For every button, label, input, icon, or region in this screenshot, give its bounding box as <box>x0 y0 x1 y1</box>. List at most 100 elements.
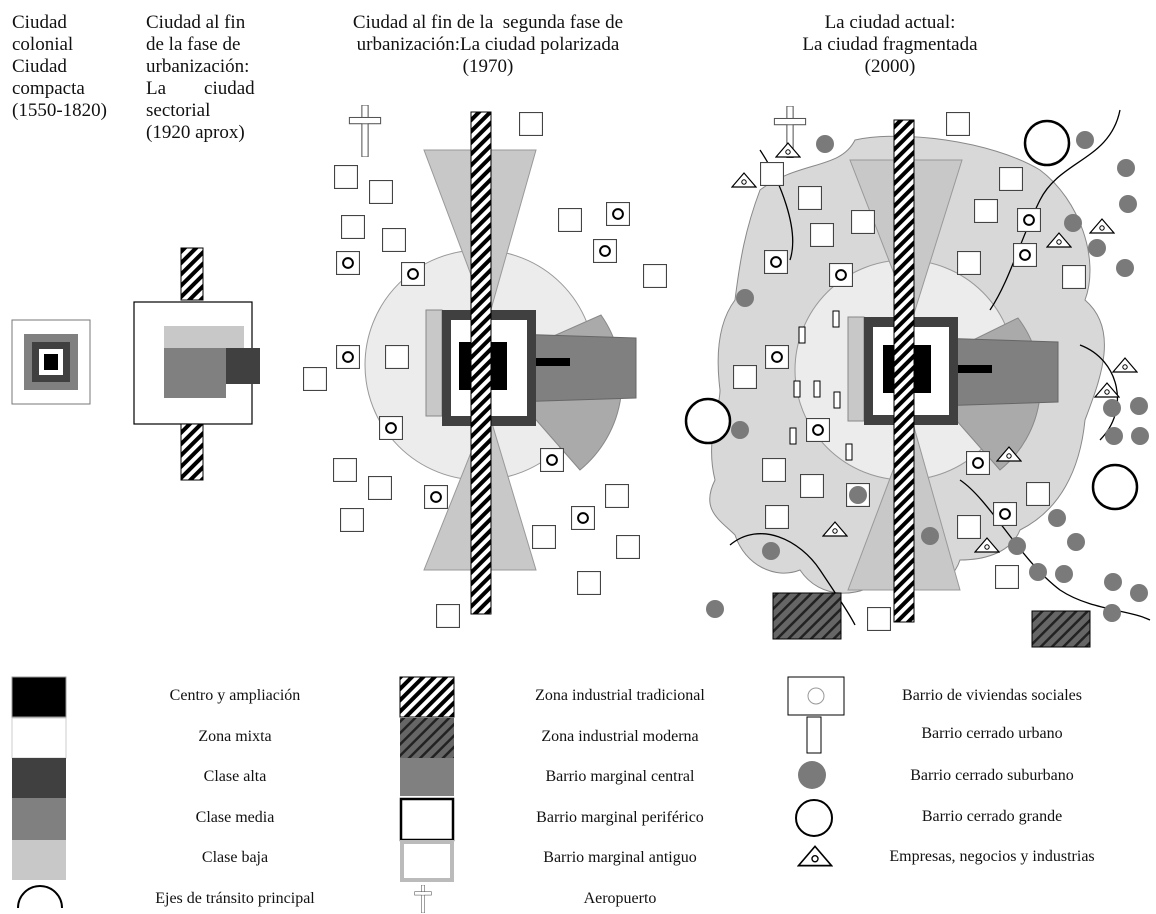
dot <box>1131 427 1149 445</box>
rect-small <box>798 326 806 344</box>
legend-label: Aeropuerto <box>583 890 657 907</box>
title-line: La ciudad fragmentada <box>802 34 978 55</box>
square-circle <box>1017 208 1041 232</box>
square <box>999 167 1023 191</box>
legend-label: Barrio cerrado urbano <box>921 725 1063 742</box>
gated-urban-blocks <box>789 310 853 461</box>
clase-alta-zone <box>226 348 260 384</box>
triangle <box>775 142 801 158</box>
square-circle <box>606 202 630 226</box>
rect-small <box>793 380 801 398</box>
rect-small <box>832 310 840 328</box>
barrio-antiguo <box>425 309 443 417</box>
title-line: compacta <box>12 78 85 99</box>
square <box>733 365 757 389</box>
square <box>995 565 1019 589</box>
legend-label: Ejes de tránsito principal <box>155 890 315 907</box>
title-line: Ciudad <box>12 12 67 33</box>
square <box>957 251 981 275</box>
title-line: sectorial <box>146 100 211 121</box>
legend-label: Barrio cerrado grande <box>921 808 1063 825</box>
legend-label: Barrio marginal central <box>545 768 695 785</box>
title-line: (1970) <box>462 56 514 77</box>
legend-label: Centro y ampliación <box>169 687 301 704</box>
panel-polarizada <box>303 105 667 628</box>
centro-ampliacion <box>536 358 570 366</box>
transit-axis-icon <box>17 885 63 909</box>
title-line: colonial <box>12 34 74 55</box>
legend-label: Zona industrial moderna <box>541 728 699 745</box>
swatch-gated-suburban <box>798 761 826 789</box>
swatch-gated-urban <box>806 716 822 754</box>
industrial-axis <box>180 247 204 301</box>
legend-label: Zona mixta <box>198 728 272 745</box>
square <box>643 264 667 288</box>
dot <box>1117 159 1135 177</box>
square <box>867 607 891 631</box>
title-line: (1550-1820) <box>12 100 107 121</box>
swatch-gated-large <box>795 799 833 837</box>
square <box>368 476 392 500</box>
square <box>1062 265 1086 289</box>
square <box>519 112 543 136</box>
dot <box>1104 573 1122 591</box>
square <box>382 228 406 252</box>
industrial-axis <box>470 111 492 615</box>
barrio-antiguo <box>847 316 865 422</box>
transit-axis <box>729 533 856 626</box>
square <box>341 215 365 239</box>
square-circle <box>336 345 360 369</box>
swatch-centro <box>11 676 67 718</box>
dot <box>921 527 939 545</box>
airport-icon <box>348 105 382 157</box>
square <box>810 223 834 247</box>
circle-icon <box>807 687 825 705</box>
dot <box>1116 259 1134 277</box>
swatch-marginal-periferico <box>399 797 455 842</box>
square <box>1026 482 1050 506</box>
legend-label: Barrio cerrado suburbano <box>910 767 1074 784</box>
legend-label: Barrio marginal antiguo <box>543 849 697 866</box>
panel-fragmentada <box>684 106 1151 648</box>
title-line: urbanización:La ciudad polarizada <box>356 34 620 55</box>
title-line: (2000) <box>864 56 916 77</box>
swatch-marginal-antiguo <box>400 840 454 882</box>
triangle <box>731 172 757 188</box>
rect-small <box>833 391 841 409</box>
transit-axis <box>959 479 1151 621</box>
dot <box>816 135 834 153</box>
business-icon <box>797 845 833 867</box>
hatched-block <box>1031 610 1091 648</box>
legend-symbols <box>11 676 845 913</box>
square-circle <box>764 250 788 274</box>
title-line: urbanización: <box>146 56 250 77</box>
dot <box>1088 239 1106 257</box>
dot <box>1130 584 1148 602</box>
title-line: de la fase de <box>146 34 241 55</box>
square <box>605 484 629 508</box>
title-line: (1920 aprox) <box>146 122 245 143</box>
square-circle <box>993 502 1017 526</box>
title-line: La ciudad <box>146 78 255 99</box>
square-circle <box>336 251 360 275</box>
title-sectorial: Ciudad al fin de la fase de urbanización… <box>146 12 276 144</box>
legend-label: Clase baja <box>201 849 269 866</box>
square <box>340 508 364 532</box>
rect-small <box>789 427 797 445</box>
legend-label: Empresas, negocios y industrias <box>889 848 1095 865</box>
swatch-industrial-trad <box>399 676 455 718</box>
square <box>851 210 875 234</box>
dot <box>731 421 749 439</box>
centro-ampliacion <box>958 365 992 373</box>
square <box>333 458 357 482</box>
square-circle <box>540 448 564 472</box>
legend-label: Zona industrial tradicional <box>535 687 705 704</box>
square-circle <box>806 418 830 442</box>
transit-axis <box>759 149 794 261</box>
square <box>800 474 824 498</box>
dot <box>1130 397 1148 415</box>
square <box>760 162 784 186</box>
square <box>765 505 789 529</box>
industrial-axis <box>893 119 915 623</box>
